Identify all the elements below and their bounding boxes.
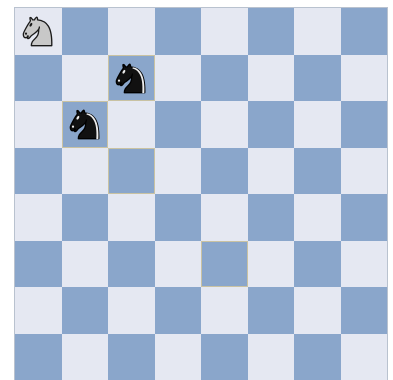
square-a2[interactable] xyxy=(15,287,62,334)
square-e2[interactable] xyxy=(201,287,248,334)
square-g4[interactable] xyxy=(294,194,341,241)
square-d7[interactable] xyxy=(155,55,202,102)
square-f6[interactable] xyxy=(248,101,295,148)
square-f4[interactable] xyxy=(248,194,295,241)
square-b2[interactable] xyxy=(62,287,109,334)
square-d4[interactable] xyxy=(155,194,202,241)
square-a4[interactable] xyxy=(15,194,62,241)
square-h7[interactable] xyxy=(341,55,388,102)
square-h3[interactable] xyxy=(341,241,388,288)
square-b1[interactable] xyxy=(62,334,109,380)
black-knight-icon[interactable] xyxy=(111,58,151,98)
square-g1[interactable] xyxy=(294,334,341,380)
square-a5[interactable] xyxy=(15,148,62,195)
square-g3[interactable] xyxy=(294,241,341,288)
square-f8[interactable] xyxy=(248,8,295,55)
square-h4[interactable] xyxy=(341,194,388,241)
square-b8[interactable] xyxy=(62,8,109,55)
square-c3[interactable] xyxy=(108,241,155,288)
square-a3[interactable] xyxy=(15,241,62,288)
square-d2[interactable] xyxy=(155,287,202,334)
square-e8[interactable] xyxy=(201,8,248,55)
square-d3[interactable] xyxy=(155,241,202,288)
square-a8[interactable] xyxy=(15,8,62,55)
square-g2[interactable] xyxy=(294,287,341,334)
square-c6[interactable] xyxy=(108,101,155,148)
square-c5[interactable] xyxy=(108,148,155,195)
square-c7[interactable] xyxy=(108,55,155,102)
square-c1[interactable] xyxy=(108,334,155,380)
square-e5[interactable] xyxy=(201,148,248,195)
square-h8[interactable] xyxy=(341,8,388,55)
square-c2[interactable] xyxy=(108,287,155,334)
square-d8[interactable] xyxy=(155,8,202,55)
square-d5[interactable] xyxy=(155,148,202,195)
square-b6[interactable] xyxy=(62,101,109,148)
square-h1[interactable] xyxy=(341,334,388,380)
white-knight-icon[interactable] xyxy=(18,11,58,51)
square-h6[interactable] xyxy=(341,101,388,148)
square-f5[interactable] xyxy=(248,148,295,195)
square-e7[interactable] xyxy=(201,55,248,102)
square-b3[interactable] xyxy=(62,241,109,288)
square-g6[interactable] xyxy=(294,101,341,148)
square-f3[interactable] xyxy=(248,241,295,288)
square-d1[interactable] xyxy=(155,334,202,380)
black-knight-icon[interactable] xyxy=(65,104,105,144)
square-b7[interactable] xyxy=(62,55,109,102)
square-f2[interactable] xyxy=(248,287,295,334)
square-g8[interactable] xyxy=(294,8,341,55)
chessboard xyxy=(15,8,387,380)
square-g5[interactable] xyxy=(294,148,341,195)
square-e6[interactable] xyxy=(201,101,248,148)
square-d6[interactable] xyxy=(155,101,202,148)
square-b4[interactable] xyxy=(62,194,109,241)
square-e4[interactable] xyxy=(201,194,248,241)
square-f7[interactable] xyxy=(248,55,295,102)
square-e1[interactable] xyxy=(201,334,248,380)
square-a7[interactable] xyxy=(15,55,62,102)
square-c8[interactable] xyxy=(108,8,155,55)
square-g7[interactable] xyxy=(294,55,341,102)
square-b5[interactable] xyxy=(62,148,109,195)
square-c4[interactable] xyxy=(108,194,155,241)
square-a1[interactable] xyxy=(15,334,62,380)
square-f1[interactable] xyxy=(248,334,295,380)
square-h2[interactable] xyxy=(341,287,388,334)
square-h5[interactable] xyxy=(341,148,388,195)
square-e3[interactable] xyxy=(201,241,248,288)
square-a6[interactable] xyxy=(15,101,62,148)
